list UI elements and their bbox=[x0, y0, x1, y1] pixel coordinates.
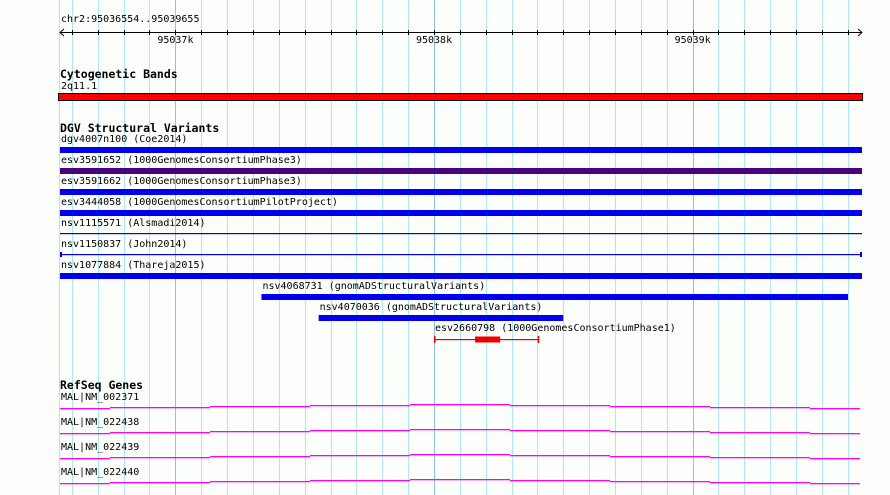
dgv-feature-cap bbox=[60, 252, 62, 257]
gene-intron-line bbox=[310, 405, 410, 407]
dgv-feature-cap bbox=[537, 336, 540, 343]
gene-intron-line bbox=[210, 406, 310, 408]
gene-intron-line bbox=[610, 406, 710, 408]
dgv-feature bbox=[60, 147, 862, 153]
cytoband-2q11.1 bbox=[58, 93, 863, 101]
gene-intron-line bbox=[710, 482, 810, 484]
dgv-feature-label[interactable]: nsv1077884 (Thareja2015) bbox=[61, 260, 206, 271]
gene-intron-line bbox=[610, 481, 710, 483]
track-title-refseq: RefSeq Genes bbox=[60, 378, 144, 392]
gene-intron-line bbox=[310, 480, 410, 482]
gene-intron-line bbox=[210, 456, 310, 458]
gene-intron-line bbox=[60, 433, 110, 435]
gene-intron-line bbox=[110, 482, 210, 484]
gene-intron-line bbox=[710, 407, 810, 409]
ruler-right-arrow-icon bbox=[857, 28, 863, 37]
dgv-feature bbox=[60, 254, 862, 256]
dgv-feature bbox=[261, 294, 849, 300]
dgv-feature-label[interactable]: esv2660798 (1000GenomesConsortiumPhase1) bbox=[434, 323, 676, 334]
ruler-left-arrow-icon bbox=[59, 28, 65, 37]
dgv-feature-label[interactable]: esv3444058 (1000GenomesConsortiumPilotPr… bbox=[61, 197, 338, 208]
gene-intron-line bbox=[610, 431, 710, 433]
gene-intron-line bbox=[110, 457, 210, 459]
track-title-cytogenetic-bands: Cytogenetic Bands bbox=[60, 67, 178, 81]
dgv-feature-label[interactable]: esv3591662 (1000GenomesConsortiumPhase3) bbox=[61, 176, 302, 187]
dgv-feature-label[interactable]: nsv4070036 (gnomADStructuralVariants) bbox=[319, 302, 543, 313]
gene-label[interactable]: MAL|NM_022440 bbox=[61, 467, 140, 478]
gene-intron-line bbox=[410, 479, 510, 481]
gene-intron-line bbox=[60, 458, 110, 460]
gene-intron-line bbox=[710, 432, 810, 434]
dgv-feature bbox=[60, 189, 862, 195]
dgv-feature-thick bbox=[475, 336, 501, 343]
gene-intron-line bbox=[60, 483, 110, 485]
ruler-tick-label: 95037k bbox=[157, 35, 194, 46]
dgv-feature-label[interactable]: nsv4068731 (gnomADStructuralVariants) bbox=[262, 281, 486, 292]
location-label: chr2:95036554..95039655 bbox=[61, 14, 200, 25]
gene-intron-line bbox=[810, 458, 860, 460]
gene-label[interactable]: MAL|NM_022439 bbox=[61, 442, 140, 453]
dgv-feature-cap bbox=[860, 252, 862, 257]
gene-intron-line bbox=[810, 433, 860, 435]
dgv-feature bbox=[318, 315, 564, 321]
dgv-feature-label[interactable]: nsv1150837 (John2014) bbox=[61, 239, 188, 250]
gene-intron-line bbox=[510, 430, 610, 432]
gene-intron-line bbox=[810, 408, 860, 410]
ruler-tick-label: 95039k bbox=[674, 35, 711, 46]
cytoband-label[interactable]: 2q11.1 bbox=[61, 81, 98, 92]
dgv-feature-cap bbox=[433, 336, 436, 343]
gene-intron-line bbox=[510, 455, 610, 457]
gene-intron-line bbox=[410, 454, 510, 456]
dgv-feature bbox=[60, 210, 862, 216]
dgv-feature-label[interactable]: nsv1115571 (Alsmadi2014) bbox=[61, 218, 206, 229]
gene-intron-line bbox=[410, 429, 510, 431]
gene-intron-line bbox=[810, 483, 860, 485]
gene-intron-line bbox=[310, 430, 410, 432]
gene-intron-line bbox=[110, 407, 210, 409]
gene-intron-line bbox=[110, 432, 210, 434]
gene-intron-line bbox=[210, 431, 310, 433]
ruler-tick-label: 95038k bbox=[415, 35, 453, 46]
gene-intron-line bbox=[60, 408, 110, 410]
gene-intron-line bbox=[310, 455, 410, 457]
gene-intron-line bbox=[510, 480, 610, 482]
gene-intron-line bbox=[610, 456, 710, 458]
dgv-feature bbox=[60, 273, 862, 279]
gene-intron-line bbox=[510, 405, 610, 407]
track-title-dgv: DGV Structural Variants bbox=[60, 121, 220, 135]
gene-label[interactable]: MAL|NM_002371 bbox=[61, 392, 140, 403]
dgv-feature bbox=[60, 168, 862, 174]
gene-intron-line bbox=[410, 404, 510, 406]
dgv-feature-label[interactable]: esv3591652 (1000GenomesConsortiumPhase3) bbox=[61, 155, 302, 166]
dgv-feature bbox=[60, 233, 862, 235]
dgv-feature-label[interactable]: dgv4007n100 (Coe2014) bbox=[61, 134, 188, 145]
gene-intron-line bbox=[710, 457, 810, 459]
gene-label[interactable]: MAL|NM_022438 bbox=[61, 417, 140, 428]
gene-intron-line bbox=[210, 481, 310, 483]
